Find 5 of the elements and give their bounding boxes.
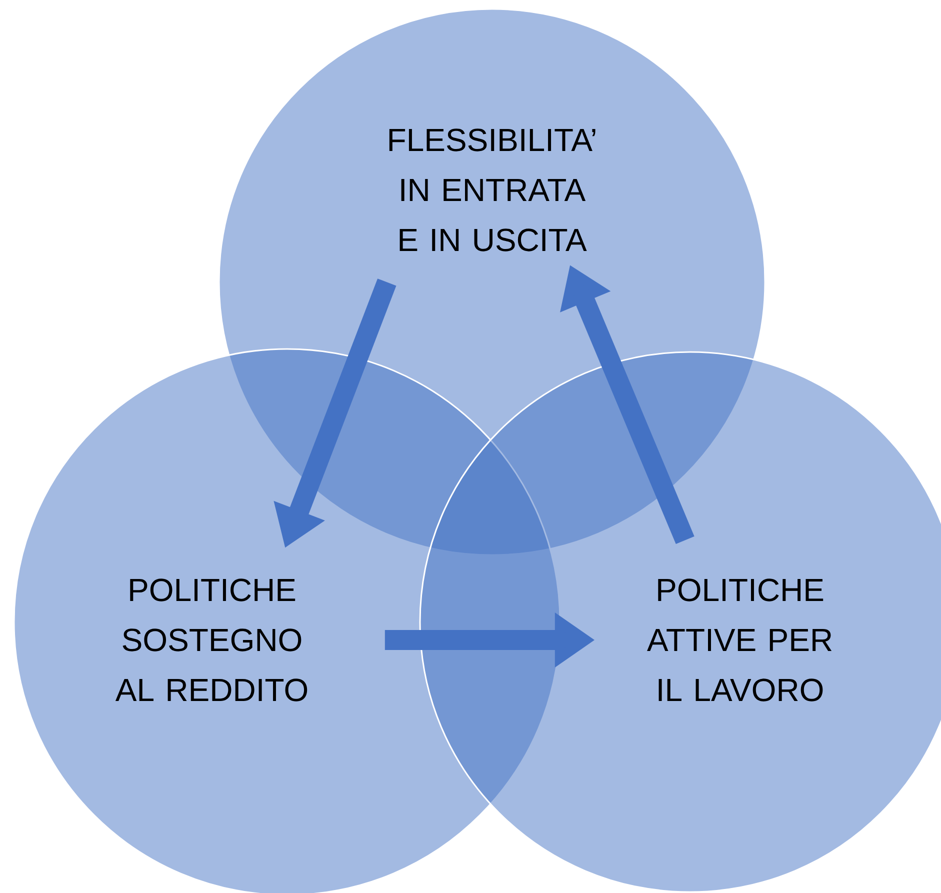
venn-circle [419,351,941,893]
circle-label: FLESSIBILITA’ IN ENTRATA E IN USCITA [389,128,596,252]
circle-label: POLITICHE ATTIVE PER IL LAVORO [647,578,832,702]
circle-label: POLITICHE SOSTEGNO AL REDDITO [115,578,308,702]
venn-circle [13,348,561,893]
